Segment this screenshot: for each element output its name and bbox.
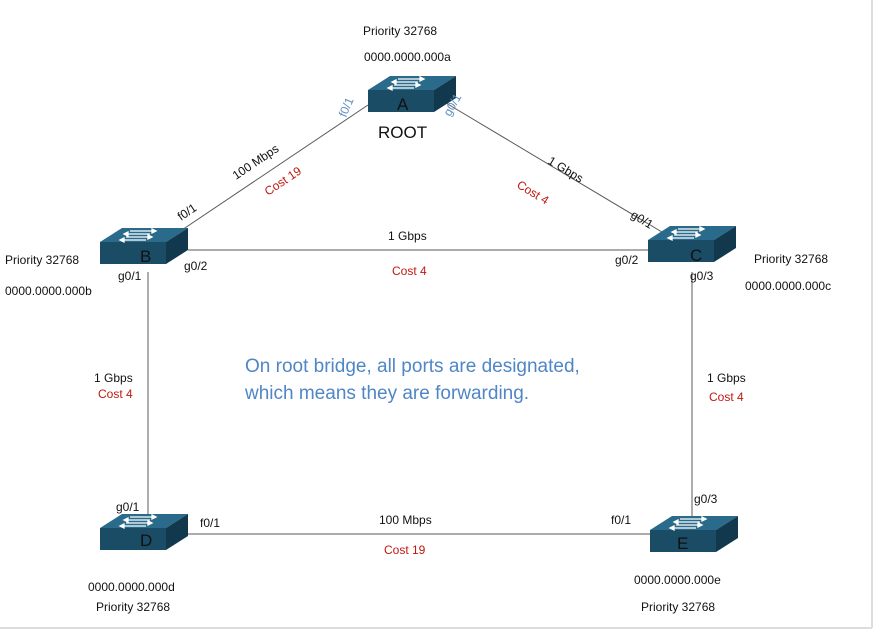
link-bd-speed: 1 Gbps xyxy=(94,371,133,385)
switch-c-priority: Priority 32768 xyxy=(754,252,828,266)
switch-d-mac: 0000.0000.000d xyxy=(88,580,175,594)
link-ce-cost: Cost 4 xyxy=(709,390,744,404)
switch-a-priority: Priority 32768 xyxy=(363,24,437,38)
link-ab-cost: Cost 19 xyxy=(262,164,304,199)
note-line-2: which means they are forwarding. xyxy=(244,383,529,404)
port-c-g0-1: g0/1 xyxy=(628,208,656,232)
link-bc-speed: 1 Gbps xyxy=(388,229,427,243)
port-e-g0-3: g0/3 xyxy=(694,492,718,506)
port-b-f0-1: f0/1 xyxy=(175,201,200,224)
switch-a-role: ROOT xyxy=(378,123,427,142)
port-c-g0-3: g0/3 xyxy=(690,269,714,283)
link-a-c xyxy=(445,102,673,239)
switch-d-letter: D xyxy=(140,531,152,550)
switch-e-letter: E xyxy=(677,534,688,553)
switch-b-mac: 0000.0000.000b xyxy=(5,284,92,298)
switch-e-mac: 0000.0000.000e xyxy=(634,573,721,587)
switch-b-letter: B xyxy=(140,247,151,266)
switch-e[interactable] xyxy=(649,515,739,553)
link-bd-cost: Cost 4 xyxy=(98,387,133,401)
port-e-f0-1: f0/1 xyxy=(611,513,631,527)
port-a-f0-1: f0/1 xyxy=(336,95,357,119)
link-a-b xyxy=(169,104,369,239)
link-de-speed: 100 Mbps xyxy=(379,513,432,527)
port-c-g0-2: g0/2 xyxy=(615,253,639,267)
link-bc-cost: Cost 4 xyxy=(392,264,427,278)
link-ab-speed: 100 Mbps xyxy=(230,141,282,182)
port-d-g0-1: g0/1 xyxy=(116,500,140,514)
switch-a-letter: A xyxy=(397,95,409,114)
link-de-cost: Cost 19 xyxy=(384,543,426,557)
note-line-1: On root bridge, all ports are designated… xyxy=(245,356,580,377)
link-ce-speed: 1 Gbps xyxy=(707,371,746,385)
network-switch-icon xyxy=(649,515,739,553)
switch-e-priority: Priority 32768 xyxy=(641,600,715,614)
port-b-g0-2: g0/2 xyxy=(184,259,208,273)
switch-c-mac: 0000.0000.000c xyxy=(745,279,831,293)
port-b-g0-1: g0/1 xyxy=(118,269,142,283)
port-d-f0-1: f0/1 xyxy=(200,516,220,530)
link-ac-cost: Cost 4 xyxy=(514,178,551,208)
switch-a-mac: 0000.0000.000a xyxy=(364,50,451,64)
switch-b-priority: Priority 32768 xyxy=(5,253,79,267)
switch-c-letter: C xyxy=(690,246,702,265)
link-ac-speed: 1 Gbps xyxy=(545,154,585,186)
switch-d-priority: Priority 32768 xyxy=(96,600,170,614)
